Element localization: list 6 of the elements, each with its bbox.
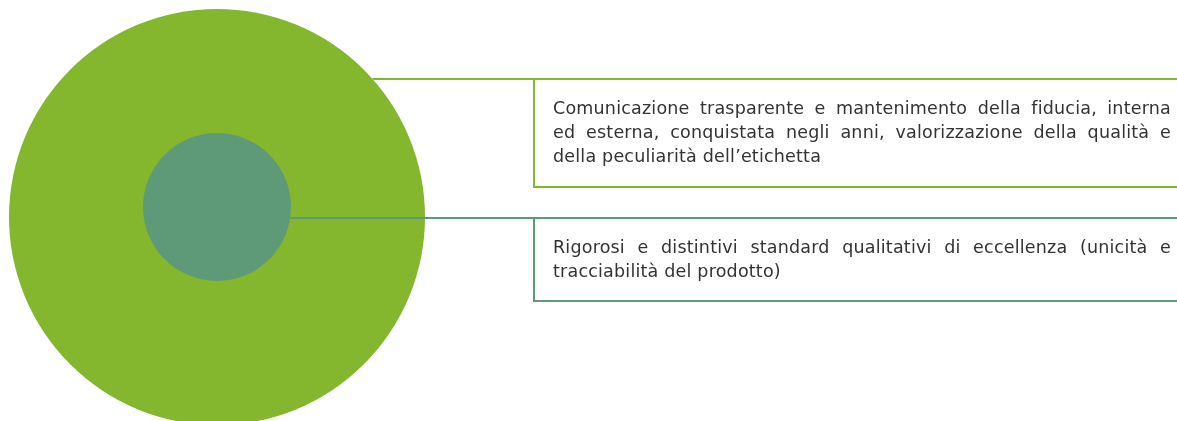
text-box (533, 217, 1177, 302)
connector-line (371, 78, 534, 80)
connector-line (289, 217, 534, 219)
description-text: Rigorosi e distintivi standard qualitativi di eccellenza (unicità e tracciabilità del prodotto) (553, 236, 1171, 283)
description-text: Comunicazione trasparente e mantenimento della fiducia, interna ed esterna, conquistata negli anni, valorizzazione della qualità e della peculiarità dell’etichetta (553, 97, 1171, 168)
text-box (533, 78, 1177, 188)
